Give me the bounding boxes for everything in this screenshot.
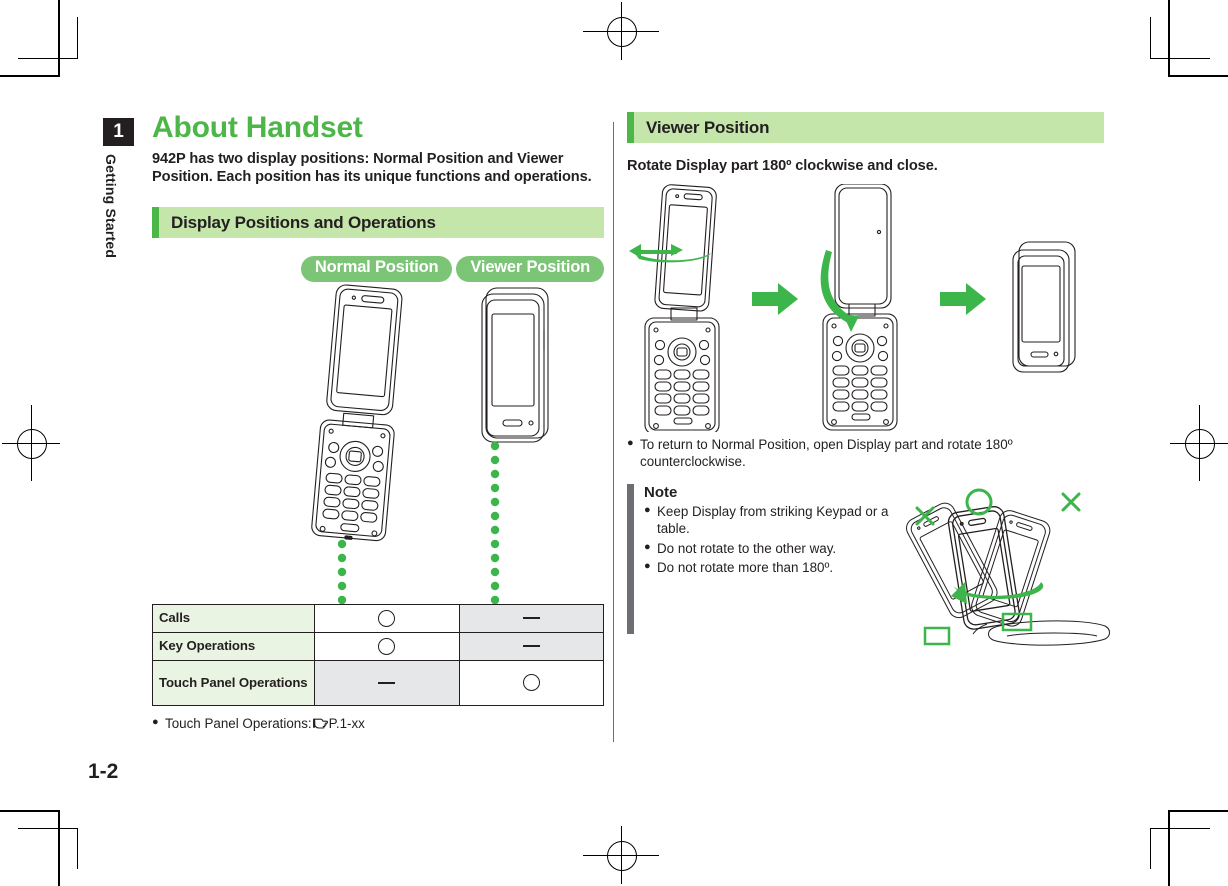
- circle-mark-icon: [378, 637, 396, 655]
- page-number: 1-2: [88, 760, 119, 783]
- chapter-tab: 1 Getting Started: [103, 118, 134, 276]
- viewer-position-subheading: Rotate Display part 180º clockwise and c…: [627, 158, 938, 174]
- hand-pointer-icon: [312, 716, 328, 734]
- section-accent-bar: [152, 207, 159, 239]
- closing-arrow-green: [820, 250, 859, 332]
- circle-mark-icon: [378, 609, 396, 627]
- section-heading-label: Viewer Position: [646, 117, 770, 137]
- column-divider: [613, 122, 614, 742]
- chapter-number: 1: [103, 118, 134, 146]
- note-box: Note ● Keep Display from striking Keypad…: [627, 484, 1110, 646]
- handset-position-illustrations: [152, 282, 604, 604]
- note-item-text: Do not rotate to the other way.: [657, 540, 837, 556]
- connector-dots-viewer: [490, 441, 500, 604]
- right-column: Viewer Position Rotate Display part 180º…: [627, 112, 1110, 646]
- position-capability-table: Calls Key Operations Touch Panel Operati…: [152, 603, 604, 706]
- registration-mark-top: [583, 2, 659, 60]
- step-1-open-handset: [644, 184, 720, 432]
- cell-calls-normal: [314, 603, 460, 633]
- dash-mark-icon: [522, 617, 540, 620]
- note-title: Note: [644, 484, 678, 502]
- footnote-text: Touch Panel Operations:: [165, 715, 312, 731]
- note-accent-bar: [627, 484, 634, 635]
- bullet-dot-icon: ●: [644, 540, 651, 553]
- note-item: ● Keep Display from striking Keypad or a…: [644, 503, 894, 537]
- handset-viewer-position-drawing: [481, 287, 549, 443]
- note-illustration: [895, 486, 1110, 656]
- sequence-arrow-2: [940, 283, 986, 315]
- table-row: Touch Panel Operations: [152, 659, 604, 706]
- dash-mark-icon: [522, 645, 540, 648]
- cell-touch-normal: [314, 659, 460, 706]
- return-to-normal-text: To return to Normal Position, open Displ…: [640, 437, 1013, 470]
- table-row: Key Operations: [152, 631, 604, 661]
- page-title: About Handset: [152, 111, 363, 144]
- circle-mark-icon: [522, 674, 540, 692]
- step-3-viewer-position: [1012, 241, 1076, 373]
- handset-illustration-svg: [311, 284, 549, 604]
- cell-key-viewer: [458, 631, 604, 661]
- left-column: About Handset 942P has two display posit…: [152, 112, 604, 734]
- step-2-closing-display: [822, 184, 898, 431]
- note-illustration-svg: [906, 488, 1110, 646]
- cell-touch-viewer: [458, 659, 604, 706]
- bad-mark-right-icon: [1061, 492, 1081, 512]
- cell-key-normal: [314, 631, 460, 661]
- connector-dots-normal: [337, 539, 347, 604]
- bullet-dot-icon: ●: [152, 715, 159, 728]
- pill-normal-position: Normal Position: [300, 256, 453, 282]
- note-item: ● Do not rotate more than 180º.: [644, 559, 894, 576]
- note-item: ● Do not rotate to the other way.: [644, 540, 894, 557]
- section-heading-viewer-position: Viewer Position: [627, 112, 1104, 143]
- registration-mark-left: [2, 405, 60, 481]
- rotate-arrow-green-1: [629, 244, 711, 263]
- bullet-dot-icon: ●: [627, 437, 634, 449]
- sequence-arrow-1: [752, 283, 798, 315]
- bullet-dot-icon: ●: [644, 559, 651, 572]
- section-accent-bar: [627, 112, 634, 143]
- section-heading-label: Display Positions and Operations: [171, 212, 436, 232]
- cell-calls-viewer: [458, 603, 604, 633]
- ok-mark-icon: [965, 488, 993, 516]
- position-pills: Normal Position Viewer Position: [152, 256, 604, 282]
- return-to-normal-bullet: ● To return to Normal Position, open Dis…: [627, 436, 1104, 470]
- table-row: Calls: [152, 603, 604, 633]
- footnote-touch-panel: ● Touch Panel Operations: P.1-xx: [152, 715, 604, 734]
- registration-mark-right: [1170, 405, 1228, 481]
- handset-normal-position-drawing: [311, 284, 403, 542]
- registration-mark-bottom: [583, 826, 659, 884]
- section-heading-display-positions: Display Positions and Operations: [152, 207, 604, 239]
- note-item-text: Do not rotate more than 180º.: [657, 559, 834, 575]
- footnote-reference: P.1-xx: [328, 715, 365, 731]
- bad-mark-left-icon: [915, 506, 935, 526]
- pill-viewer-position: Viewer Position: [456, 256, 604, 282]
- row-label-key-operations: Key Operations: [152, 631, 315, 661]
- rotate-sequence-illustration: [627, 184, 1104, 432]
- chapter-label: Getting Started: [103, 154, 119, 259]
- note-item-text: Keep Display from striking Keypad or a t…: [657, 504, 889, 537]
- rotate-sequence-svg: [629, 184, 1076, 432]
- dash-mark-icon: [378, 681, 396, 684]
- intro-paragraph: 942P has two display positions: Normal P…: [152, 150, 592, 186]
- row-label-touch-panel-operations: Touch Panel Operations: [152, 659, 315, 706]
- row-label-calls: Calls: [152, 603, 315, 633]
- bullet-dot-icon: ●: [644, 504, 651, 517]
